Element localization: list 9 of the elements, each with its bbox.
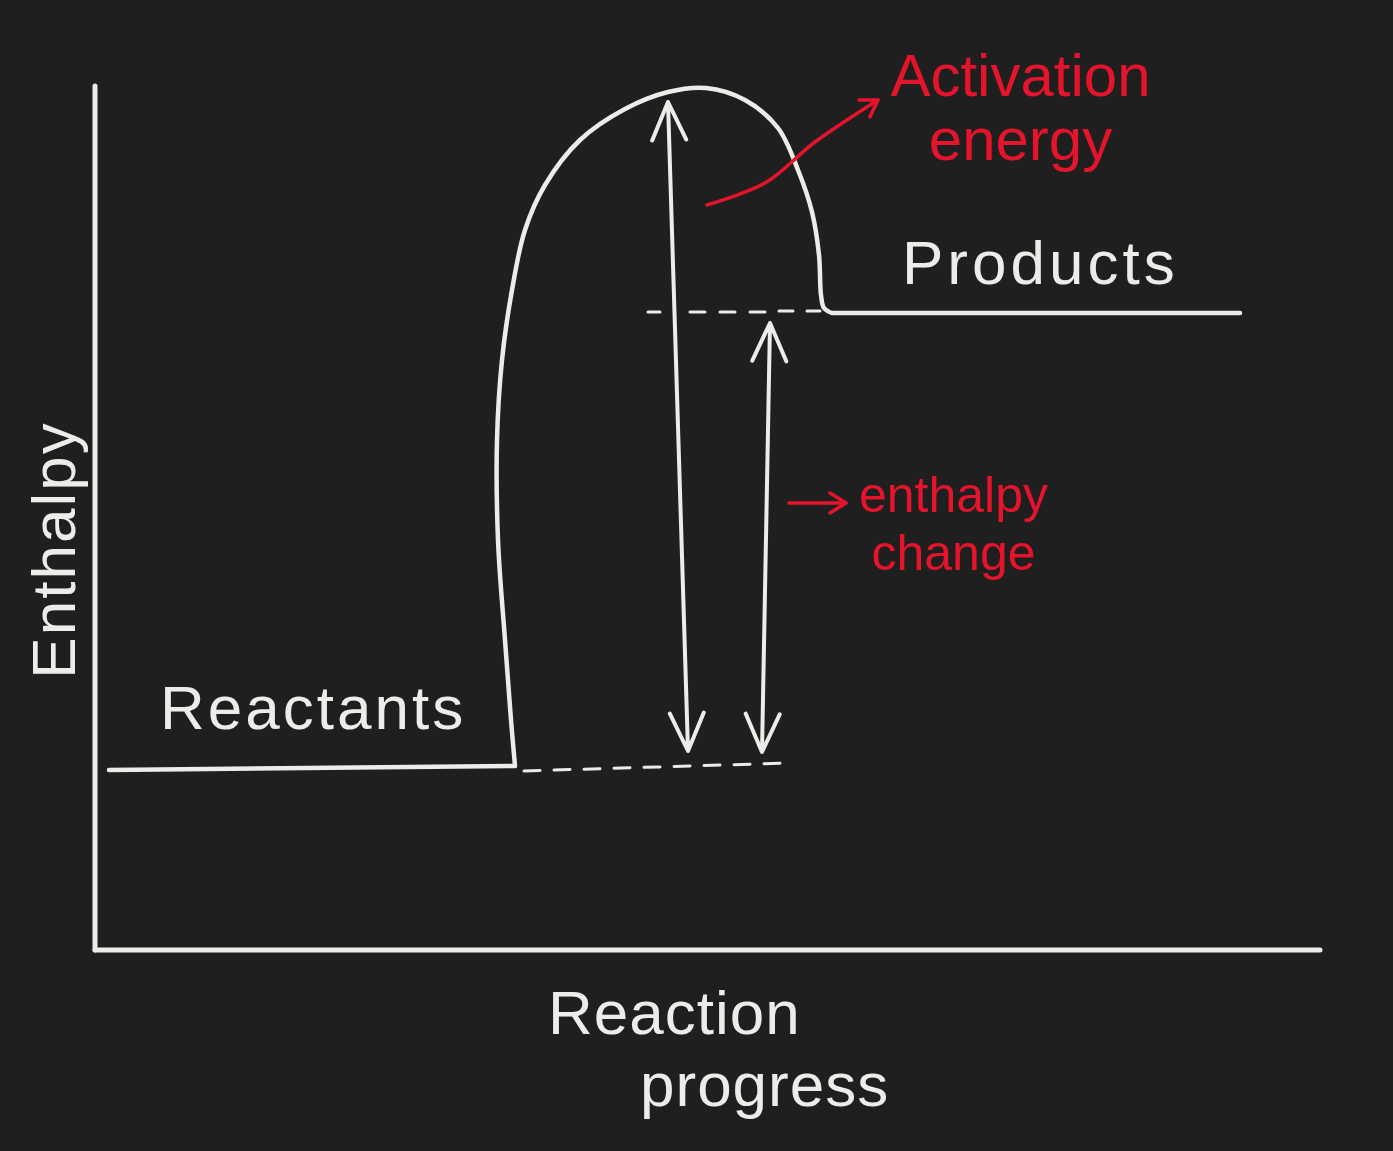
leader-arrow (705, 98, 880, 207)
annotation-label: enthalpy change (846, 466, 1061, 582)
annotation-label: Activation energy (878, 44, 1163, 172)
leader-arrow (787, 491, 848, 515)
curve-label: Products (902, 232, 1179, 294)
double-headed-arrow (649, 99, 707, 754)
axis-title: Reaction progress (548, 977, 891, 1121)
curve-label: Reactants (160, 677, 467, 739)
double-headed-arrow (743, 321, 789, 754)
